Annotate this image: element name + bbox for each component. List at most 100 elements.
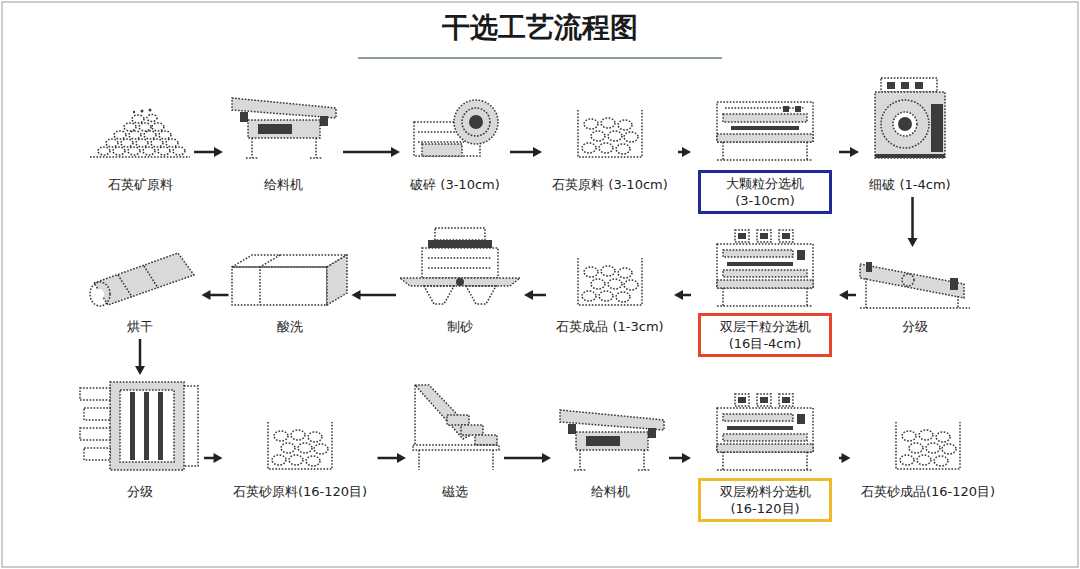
step-label: 酸洗 (274, 318, 306, 335)
feeder-icon (232, 98, 336, 158)
arrow-shaft (839, 151, 851, 154)
arrow-head (542, 453, 551, 463)
process-step: 烘干 (83, 228, 198, 335)
bin-icon (578, 258, 642, 305)
bin-icon (268, 422, 332, 469)
step-text: 细破 (1-4cm) (869, 176, 950, 193)
process-step: 磁选 (410, 378, 500, 500)
arrow-head (202, 290, 211, 300)
step-text: 分级 (127, 483, 153, 500)
arrow-head (214, 147, 223, 157)
arrow-shaft (510, 151, 534, 154)
arrow-shaft (911, 197, 914, 239)
arrow-shaft (210, 294, 229, 297)
step-label: 分级 (899, 318, 931, 335)
bin-icon (578, 110, 642, 157)
step-label: 分级 (124, 483, 156, 500)
step-text: 双层干粒分选机 (16目-4cm) (715, 318, 815, 352)
process-step: 给料机 (555, 378, 665, 500)
flow-arrow (839, 147, 859, 157)
arrow-shaft (532, 294, 546, 297)
double-separator-icon (717, 394, 813, 470)
crusher-icon (414, 100, 498, 156)
step-label: 烘干 (124, 318, 156, 335)
step-label: 磁选 (439, 483, 471, 500)
arrow-head (135, 366, 145, 375)
step-label: 石英成品 (1-3cm) (553, 318, 666, 335)
flow-arrow (504, 453, 551, 463)
process-step: 酸洗 (233, 228, 348, 335)
arrow-head (674, 290, 683, 300)
step-label: 石英砂原料(16-120目) (230, 483, 370, 500)
step-text: 石英原料 (3-10cm) (552, 176, 668, 193)
classifier-icon (80, 382, 198, 470)
double-separator-icon (717, 230, 813, 306)
flow-arrow (908, 197, 918, 247)
arrow-head (908, 238, 918, 247)
arrow-head (682, 453, 691, 463)
highlight-box: 大颗粒分选机 (3-10cm) (698, 170, 832, 214)
magnetic-separator-icon (413, 385, 499, 470)
highlight-box: 双层干粒分选机 (16目-4cm) (698, 313, 832, 357)
flow-arrow (135, 339, 145, 375)
flow-arrow (343, 147, 400, 157)
arrow-head (352, 290, 361, 300)
feeder-icon (560, 410, 664, 470)
flow-arrow (674, 290, 691, 300)
highlight-box: 双层粉料分选机 (16-120目) (698, 478, 832, 522)
flow-arrow (839, 290, 856, 300)
arrow-head (850, 147, 859, 157)
arrow-head (214, 453, 223, 463)
step-text: 石英砂原料(16-120目) (233, 483, 367, 500)
arrow-head (839, 290, 848, 300)
arrow-shaft (847, 294, 856, 297)
arrow-shaft (504, 457, 543, 460)
process-step: 给料机 (227, 75, 339, 193)
step-text: 大颗粒分选机 (3-10cm) (719, 175, 811, 209)
diagram-title: 干选工艺流程图 (0, 8, 1080, 48)
step-label: 石英矿原料 (105, 176, 176, 193)
step-text: 给料机 (264, 176, 303, 193)
arrow-shaft (682, 294, 691, 297)
process-step: 分级 (860, 250, 970, 335)
flow-arrow (194, 147, 223, 157)
process-step: 石英砂成品(16-120目) (855, 378, 1002, 500)
step-text: 分级 (902, 318, 928, 335)
dryer-icon (90, 253, 194, 306)
arrow-shaft (139, 339, 142, 367)
step-text: 磁选 (442, 483, 468, 500)
step-label: 给料机 (261, 176, 306, 193)
pickling-tank-icon (232, 255, 347, 305)
flow-arrow (204, 453, 223, 463)
flow-arrow (839, 453, 851, 463)
process-step: 石英矿原料 (90, 75, 190, 193)
arrow-shaft (204, 457, 215, 460)
bin-icon (896, 422, 960, 469)
step-label: 石英砂成品(16-120目) (858, 483, 998, 500)
step-text: 烘干 (127, 318, 153, 335)
arrow-shaft (194, 151, 215, 154)
arrow-head (533, 147, 542, 157)
arrow-head (524, 290, 533, 300)
step-text: 破碎 (3-10cm) (410, 176, 500, 193)
ore-pile-icon (90, 109, 190, 158)
arrow-shaft (378, 457, 399, 460)
arrow-shaft (360, 294, 397, 297)
step-label: 细破 (1-4cm) (866, 176, 953, 193)
step-text: 给料机 (591, 483, 630, 500)
step-text: 石英成品 (1-3cm) (556, 318, 663, 335)
process-step: 石英原料 (3-10cm) (546, 75, 674, 193)
highlighted-step: 双层干粒分选机 (16目-4cm) (695, 228, 835, 357)
flow-arrow (202, 290, 229, 300)
step-label: 破碎 (3-10cm) (407, 176, 503, 193)
arrow-head (682, 147, 691, 157)
flow-arrow (524, 290, 546, 300)
arrow-shaft (343, 151, 392, 154)
separator-icon (717, 102, 813, 160)
step-text: 制砂 (447, 318, 473, 335)
flow-arrow (352, 290, 397, 300)
highlighted-step: 双层粉料分选机 (16-120目) (695, 378, 835, 522)
process-step: 分级 (80, 378, 200, 500)
